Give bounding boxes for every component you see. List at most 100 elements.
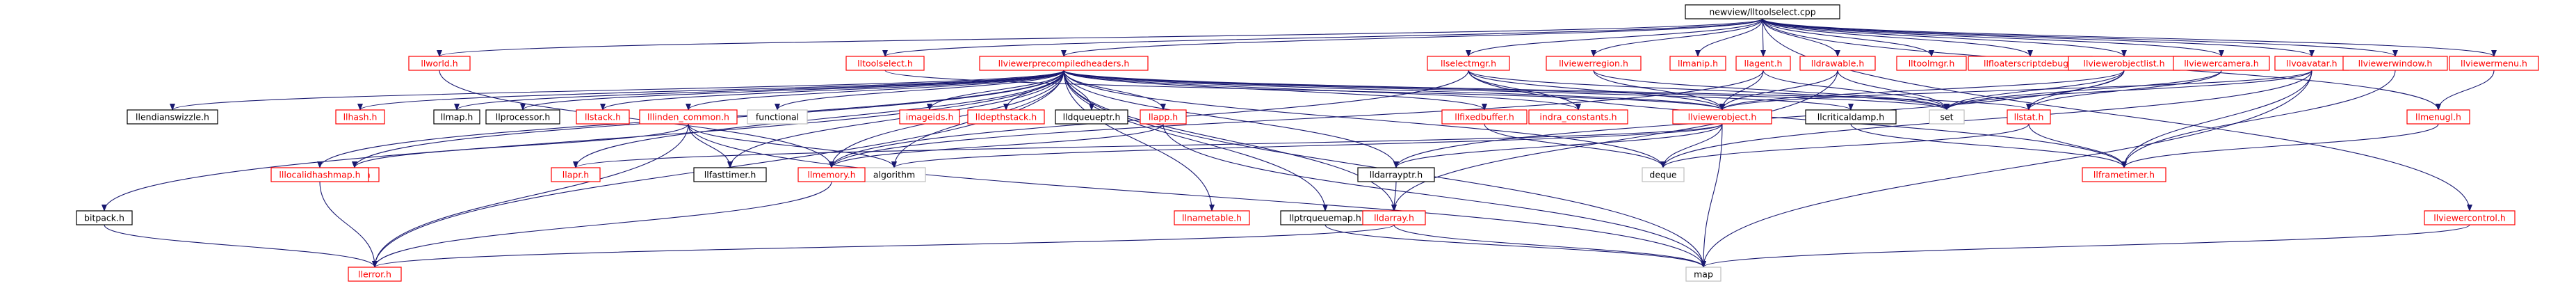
- edge-llviewerobject-to-llapr: [573, 123, 1723, 168]
- edge-lldarray-to-map: [1393, 224, 1706, 268]
- node-lldarray[interactable]: lldarray.h: [1362, 210, 1426, 225]
- edge-root-to-llfloaterscript: [1762, 18, 2033, 57]
- edge-llviewercamera-to-set: [1944, 70, 2222, 111]
- node-lldrawable[interactable]: lldrawable.h: [1799, 56, 1876, 71]
- node-box-root: [1685, 4, 1840, 19]
- edge-llviewermenu-to-llmenugl: [2436, 70, 2495, 111]
- node-functional: functional: [747, 109, 808, 125]
- edge-llagent-to-set: [1763, 70, 1950, 111]
- node-box-llstack: [576, 109, 630, 125]
- edge-llcriticaldamp-to-llframetimer: [1850, 123, 2127, 168]
- edge-llselectmgr-to-llviewerobject: [1468, 70, 1725, 111]
- edge-llapp-to-llmemory: [829, 123, 1164, 168]
- node-llagent[interactable]: llagent.h: [1735, 56, 1791, 71]
- node-set: set: [1929, 109, 1965, 125]
- node-llnametable[interactable]: llnametable.h: [1174, 210, 1250, 225]
- edge-lllinden-to-llfasttimer: [688, 123, 733, 168]
- node-label: llendianswizzle.h: [136, 112, 209, 122]
- node-box-lllinden: [639, 109, 738, 125]
- node-precompiled[interactable]: llviewerprecompiledheaders.h: [979, 56, 1149, 71]
- edge-precompiled-to-indra_constants: [1063, 70, 1581, 111]
- node-llfixedbuffer[interactable]: llfixedbuffer.h: [1441, 109, 1528, 125]
- edge-llptrqueuemap-to-map: [1325, 224, 1706, 268]
- edge-root-to-llworld: [437, 18, 1763, 57]
- node-label: lltoolselect.h: [857, 58, 913, 69]
- node-llhash[interactable]: llhash.h: [335, 109, 385, 125]
- edge-root-to-llviewermenu: [1762, 18, 2497, 57]
- edge-precompiled-to-llfixedbuffer: [1063, 70, 1487, 111]
- edge-lldrawable-to-lldarray: [1391, 70, 1838, 212]
- node-llvoavatar[interactable]: llvoavatar.h: [2274, 56, 2349, 71]
- node-llviewercontrol[interactable]: llviewercontrol.h: [2424, 210, 2516, 225]
- edge-llapp-to-map: [1163, 123, 1706, 268]
- node-lldepthstack[interactable]: lldepthstack.h: [967, 109, 1045, 125]
- node-llerror[interactable]: llerror.h: [348, 267, 402, 282]
- edge-lllinden-to-map: [688, 123, 1706, 268]
- node-llstack[interactable]: llstack.h: [576, 109, 630, 125]
- edge-llviewerregion-to-llviewerobject: [1593, 70, 1725, 111]
- node-llviewerwindow[interactable]: llviewerwindow.h: [2342, 56, 2448, 71]
- edge-precompiled-to-functional: [775, 70, 1064, 111]
- node-box-llerror: [348, 267, 402, 282]
- node-label: llapp.h: [1149, 112, 1178, 122]
- node-llviewerobjlist[interactable]: llviewerobjectlist.h: [2068, 56, 2180, 71]
- edge-root-to-llviewercamera: [1762, 18, 2224, 57]
- node-llviewerobject[interactable]: llviewerobject.h: [1672, 109, 1772, 125]
- edge-precompiled-to-llendianswizzle: [170, 70, 1064, 111]
- node-box-llselectmgr: [1427, 56, 1510, 71]
- node-indra_constants[interactable]: indra_constants.h: [1528, 109, 1628, 125]
- node-label: llptrqueuemap.h: [1289, 213, 1361, 223]
- node-llviewercamera[interactable]: llviewercamera.h: [2173, 56, 2270, 71]
- node-llviewerregion[interactable]: llviewerregion.h: [1546, 56, 1642, 71]
- edge-precompiled-to-llapr: [573, 70, 1064, 168]
- node-llmemory[interactable]: llmemory.h: [797, 167, 866, 182]
- edge-root-to-llviewercontrol: [1762, 18, 2472, 212]
- node-label: imageids.h: [906, 112, 954, 122]
- node-label: llviewerobject.h: [1688, 112, 1757, 122]
- edge-precompiled-to-deque: [1063, 70, 1666, 168]
- node-lltoolmgr[interactable]: lltoolmgr.h: [1896, 56, 1967, 71]
- edge-precompiled-to-llnametable: [1063, 70, 1215, 212]
- node-label: llagent.h: [1744, 58, 1783, 69]
- edge-root-to-llviewerregion: [1591, 18, 1763, 57]
- edge-llvoavatar-to-deque: [1660, 70, 2312, 168]
- node-llmenugl[interactable]: llmenugl.h: [2406, 109, 2470, 125]
- node-label: algorithm: [873, 170, 915, 180]
- edge-llfixedbuffer-to-deque: [1484, 123, 1666, 168]
- edge-lldarray-to-llerror: [372, 224, 1395, 268]
- node-box-llviewercontrol: [2424, 210, 2516, 225]
- node-lltoolselect[interactable]: lltoolselect.h: [845, 56, 925, 71]
- node-llstat[interactable]: llstat.h: [2007, 109, 2051, 125]
- node-label: lldarray.h: [1374, 213, 1414, 223]
- node-label: llviewerwindow.h: [2358, 58, 2433, 69]
- edge-llviewerregion-to-set: [1593, 70, 1950, 111]
- node-box-bitpack: [76, 210, 133, 225]
- node-llapr[interactable]: llapr.h: [551, 167, 601, 182]
- node-label: lltoolmgr.h: [1909, 58, 1955, 69]
- node-lllinden[interactable]: lllinden_common.h: [639, 109, 738, 125]
- node-llapp[interactable]: llapp.h: [1140, 109, 1187, 125]
- node-llfloaterscript[interactable]: llfloaterscriptdebug.h: [1968, 56, 2093, 71]
- node-label: set: [1940, 112, 1953, 122]
- edge-precompiled-to-llstack: [600, 70, 1064, 111]
- node-box-functional: [747, 109, 808, 125]
- node-llworld[interactable]: llworld.h: [408, 56, 471, 71]
- node-box-llfasttimer: [693, 167, 767, 182]
- edge-llagent-to-llmemory: [829, 70, 1764, 168]
- edge-llvoavatar-to-llviewerobject: [1719, 70, 2312, 111]
- node-label: lllocalidhashmap.h: [279, 170, 360, 180]
- node-box-llmanip: [1669, 56, 1726, 71]
- node-llmanip[interactable]: llmanip.h: [1669, 56, 1726, 71]
- node-map: map: [1685, 267, 1722, 282]
- node-llfasttimer: llfasttimer.h: [693, 167, 767, 182]
- node-llframetimer[interactable]: llframetimer.h: [2082, 167, 2166, 182]
- node-label: lllinden_common.h: [647, 112, 729, 122]
- node-label: llfixedbuffer.h: [1455, 112, 1514, 122]
- node-llselectmgr[interactable]: llselectmgr.h: [1427, 56, 1510, 71]
- node-llviewermenu[interactable]: llviewermenu.h: [2449, 56, 2539, 71]
- node-imageids[interactable]: imageids.h: [899, 109, 960, 125]
- node-lllocalidhashmap[interactable]: lllocalidhashmap.h: [270, 167, 369, 182]
- node-box-llmemory: [797, 167, 866, 182]
- edge-llvoavatar-to-llframetimer: [2121, 70, 2312, 168]
